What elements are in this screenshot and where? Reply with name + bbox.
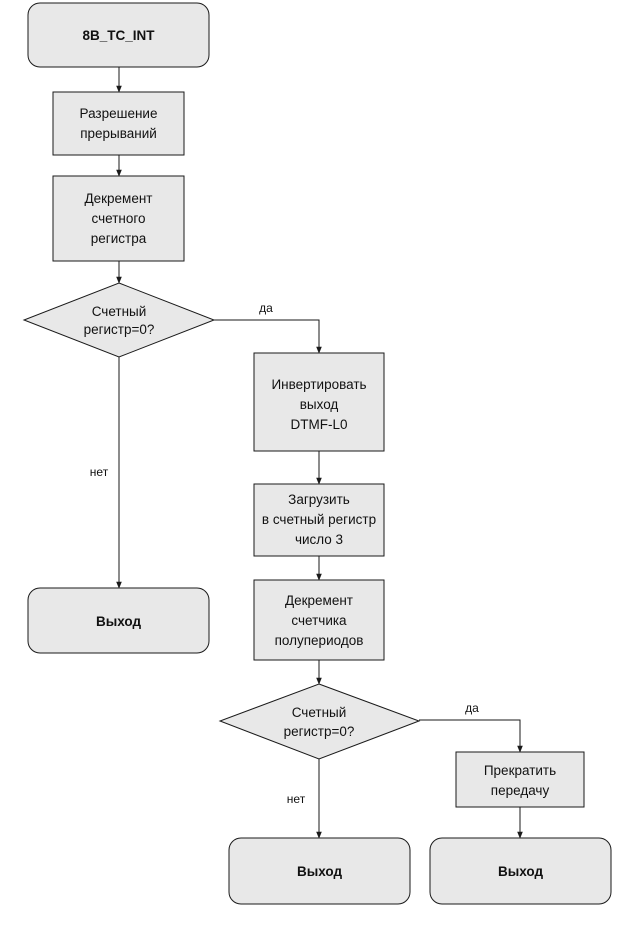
node-exit-left-line-0: Выход — [96, 614, 142, 629]
node-stop-transmission-line-0: Прекратить — [484, 763, 556, 778]
node-enable-interrupts-line-1: прерываний — [80, 126, 157, 141]
node-decision-1: Счетный регистр=0? — [22, 282, 216, 358]
node-exit-left: Выход — [27, 587, 210, 654]
node-stop-transmission-line-1: передачу — [491, 783, 550, 798]
node-decrement-halfperiods-line-0: Декремент — [285, 593, 353, 608]
node-invert-output-line-0: Инвертировать — [271, 377, 366, 392]
node-decrement-halfperiods: Декремент счетчика полупериодов — [253, 579, 385, 661]
node-invert-output-line-1: выход — [300, 397, 339, 412]
node-load-counter-line-2: число 3 — [295, 532, 343, 547]
edges — [116, 67, 523, 839]
node-exit-bottom-middle-line-0: Выход — [297, 864, 343, 879]
node-decrement-halfperiods-line-1: счетчика — [291, 613, 347, 628]
node-invert-output: Инвертировать выход DTMF-L0 — [253, 352, 385, 452]
edge-label-d1-yes: да — [259, 301, 273, 315]
node-enable-interrupts: Разрешение прерываний — [52, 91, 185, 156]
node-decrement-counter-line-0: Декремент — [84, 191, 152, 206]
node-decrement-counter: Декремент счетного регистра — [52, 175, 185, 262]
node-decision-2-line-0: Счетный — [292, 705, 347, 720]
node-exit-bottom-right: Выход — [429, 837, 612, 905]
node-load-counter: Загрузить в счетный регистр число 3 — [253, 483, 385, 557]
node-exit-bottom-right-line-0: Выход — [498, 864, 544, 879]
edge-labels: да нет да нет — [90, 301, 479, 806]
edge-label-d1-no: нет — [90, 465, 109, 479]
edge-label-d2-no: нет — [287, 792, 306, 806]
node-exit-bottom-middle: Выход — [228, 837, 411, 905]
node-decision-2-line-1: регистр=0? — [284, 724, 355, 739]
node-stop-transmission: Прекратить передачу — [455, 751, 585, 808]
edge-label-d2-yes: да — [465, 701, 479, 715]
node-invert-output-line-2: DTMF-L0 — [291, 417, 348, 432]
node-decrement-counter-line-1: счетного — [92, 211, 146, 226]
node-enable-interrupts-line-0: Разрешение — [80, 106, 158, 121]
node-decrement-halfperiods-line-2: полупериодов — [275, 633, 364, 648]
node-decrement-counter-line-2: регистра — [91, 231, 147, 246]
node-decision-2: Счетный регистр=0? — [218, 683, 421, 760]
node-start: 8B_TC_INT — [27, 2, 210, 68]
node-load-counter-line-0: Загрузить — [288, 492, 350, 507]
node-decision-1-line-1: регистр=0? — [84, 322, 155, 337]
edge-decision1-yes — [214, 319, 322, 354]
node-load-counter-line-1: в счетный регистр — [262, 512, 376, 527]
edge-decision2-yes — [419, 719, 523, 753]
node-decision-1-line-0: Счетный — [92, 304, 147, 319]
node-start-line-0: 8B_TC_INT — [82, 28, 155, 43]
